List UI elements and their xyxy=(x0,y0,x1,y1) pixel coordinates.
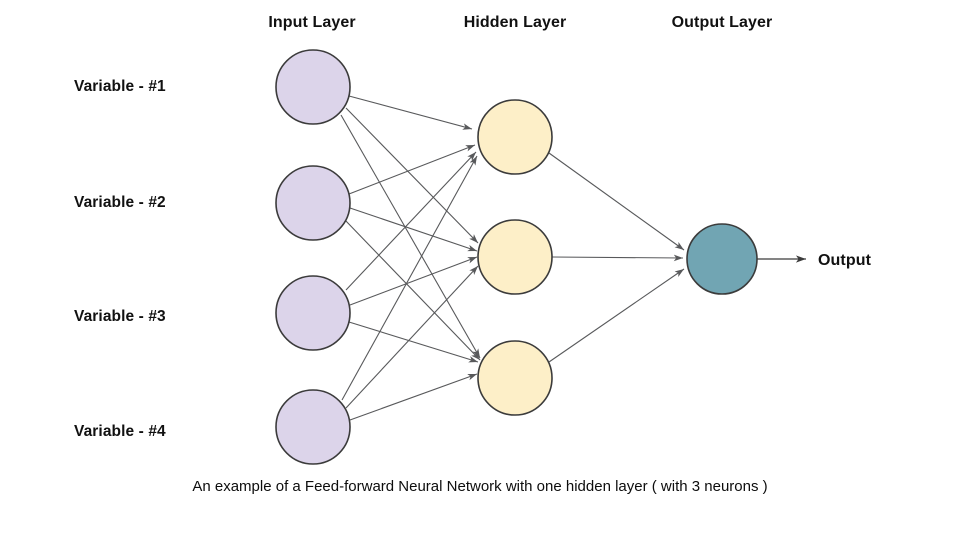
hidden-nodes xyxy=(477,99,553,416)
hidden-layer-title: Hidden Layer xyxy=(463,14,567,31)
hidden-node-3[interactable] xyxy=(477,340,553,416)
output-nodes xyxy=(686,223,758,295)
input-label-variable-2: Variable - #2 xyxy=(74,194,166,211)
output-node-1[interactable] xyxy=(686,223,758,295)
input-nodes xyxy=(275,49,351,465)
output-label: Output xyxy=(818,252,872,269)
hidden-node-2[interactable] xyxy=(477,219,553,295)
input-label-variable-4: Variable - #4 xyxy=(74,423,166,440)
input-label-variable-1: Variable - #1 xyxy=(74,78,166,95)
input-node-1[interactable] xyxy=(275,49,351,125)
input-label-variable-3: Variable - #3 xyxy=(74,308,166,325)
input-node-4[interactable] xyxy=(275,389,351,465)
output-layer-title: Output Layer xyxy=(671,14,773,31)
input-node-2[interactable] xyxy=(275,165,351,241)
hidden-node-1[interactable] xyxy=(477,99,553,175)
edges-hidden-to-output xyxy=(548,152,685,363)
input-layer-title: Input Layer xyxy=(268,14,356,31)
input-node-3[interactable] xyxy=(275,275,351,351)
edges-input-to-hidden xyxy=(340,95,481,421)
diagram-caption: An example of a Feed-forward Neural Netw… xyxy=(192,478,768,495)
